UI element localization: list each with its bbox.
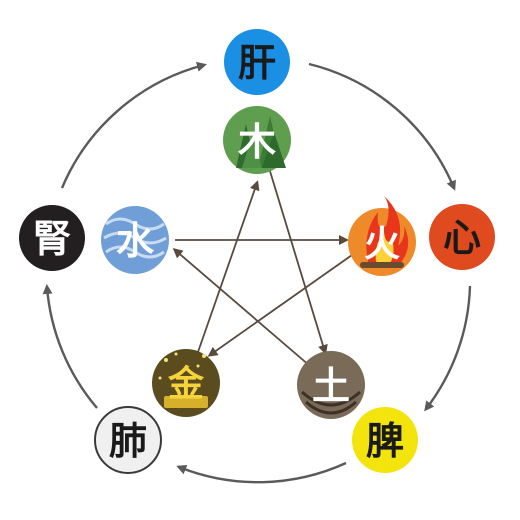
tree-icon [236, 116, 286, 168]
generating-cycle [42, 61, 472, 484]
cycle-arrow-heart-spleen [424, 285, 472, 412]
wave-icon [103, 217, 167, 259]
cycle-arrow-liver-heart [308, 62, 456, 191]
gold-bar-icon [164, 396, 208, 408]
organ-kidney: 腎 [19, 205, 85, 271]
star-arrow-metal-wood [197, 180, 260, 353]
metal-label: 金 [167, 363, 205, 405]
cycle-arrow-lung-kidney [42, 284, 98, 409]
soil-swirl-icon [300, 390, 362, 415]
flame-icon [360, 196, 409, 268]
heart-label: 心 [443, 216, 481, 260]
cycle-arrow-spleen-lung [176, 461, 347, 484]
lung-label: 肺 [109, 419, 147, 463]
water-label: 水 [116, 219, 155, 263]
element-earth: 土 [297, 351, 365, 419]
star-arrow-fire-metal [207, 254, 353, 357]
element-metal: 金 [152, 349, 220, 417]
liver-circle [224, 29, 290, 95]
element-wood: 木 [223, 106, 291, 174]
organ-liver: 肝 [224, 29, 290, 95]
spleen-label: 脾 [366, 419, 404, 463]
organ-heart: 心 [429, 204, 495, 270]
earth-label: 土 [312, 364, 350, 408]
sparkle-icon [158, 352, 206, 380]
cycle-arrow-kidney-liver [60, 61, 207, 189]
organ-spleen: 脾 [352, 407, 418, 473]
controlling-star [172, 157, 353, 367]
kidney-label: 腎 [33, 217, 71, 261]
spleen-circle [352, 407, 418, 473]
heart-circle [429, 204, 495, 270]
star-arrow-wood-earth [265, 157, 328, 355]
star-arrow-earth-water [172, 248, 311, 367]
organ-lung: 肺 [94, 406, 162, 474]
element-water: 水 [101, 206, 169, 274]
lung-circle [94, 406, 162, 474]
wood-label: 木 [238, 120, 276, 164]
liver-label: 肝 [238, 41, 276, 85]
element-fire: 火 [348, 196, 416, 276]
fire-label: 火 [364, 224, 400, 265]
kidney-circle [19, 205, 85, 271]
